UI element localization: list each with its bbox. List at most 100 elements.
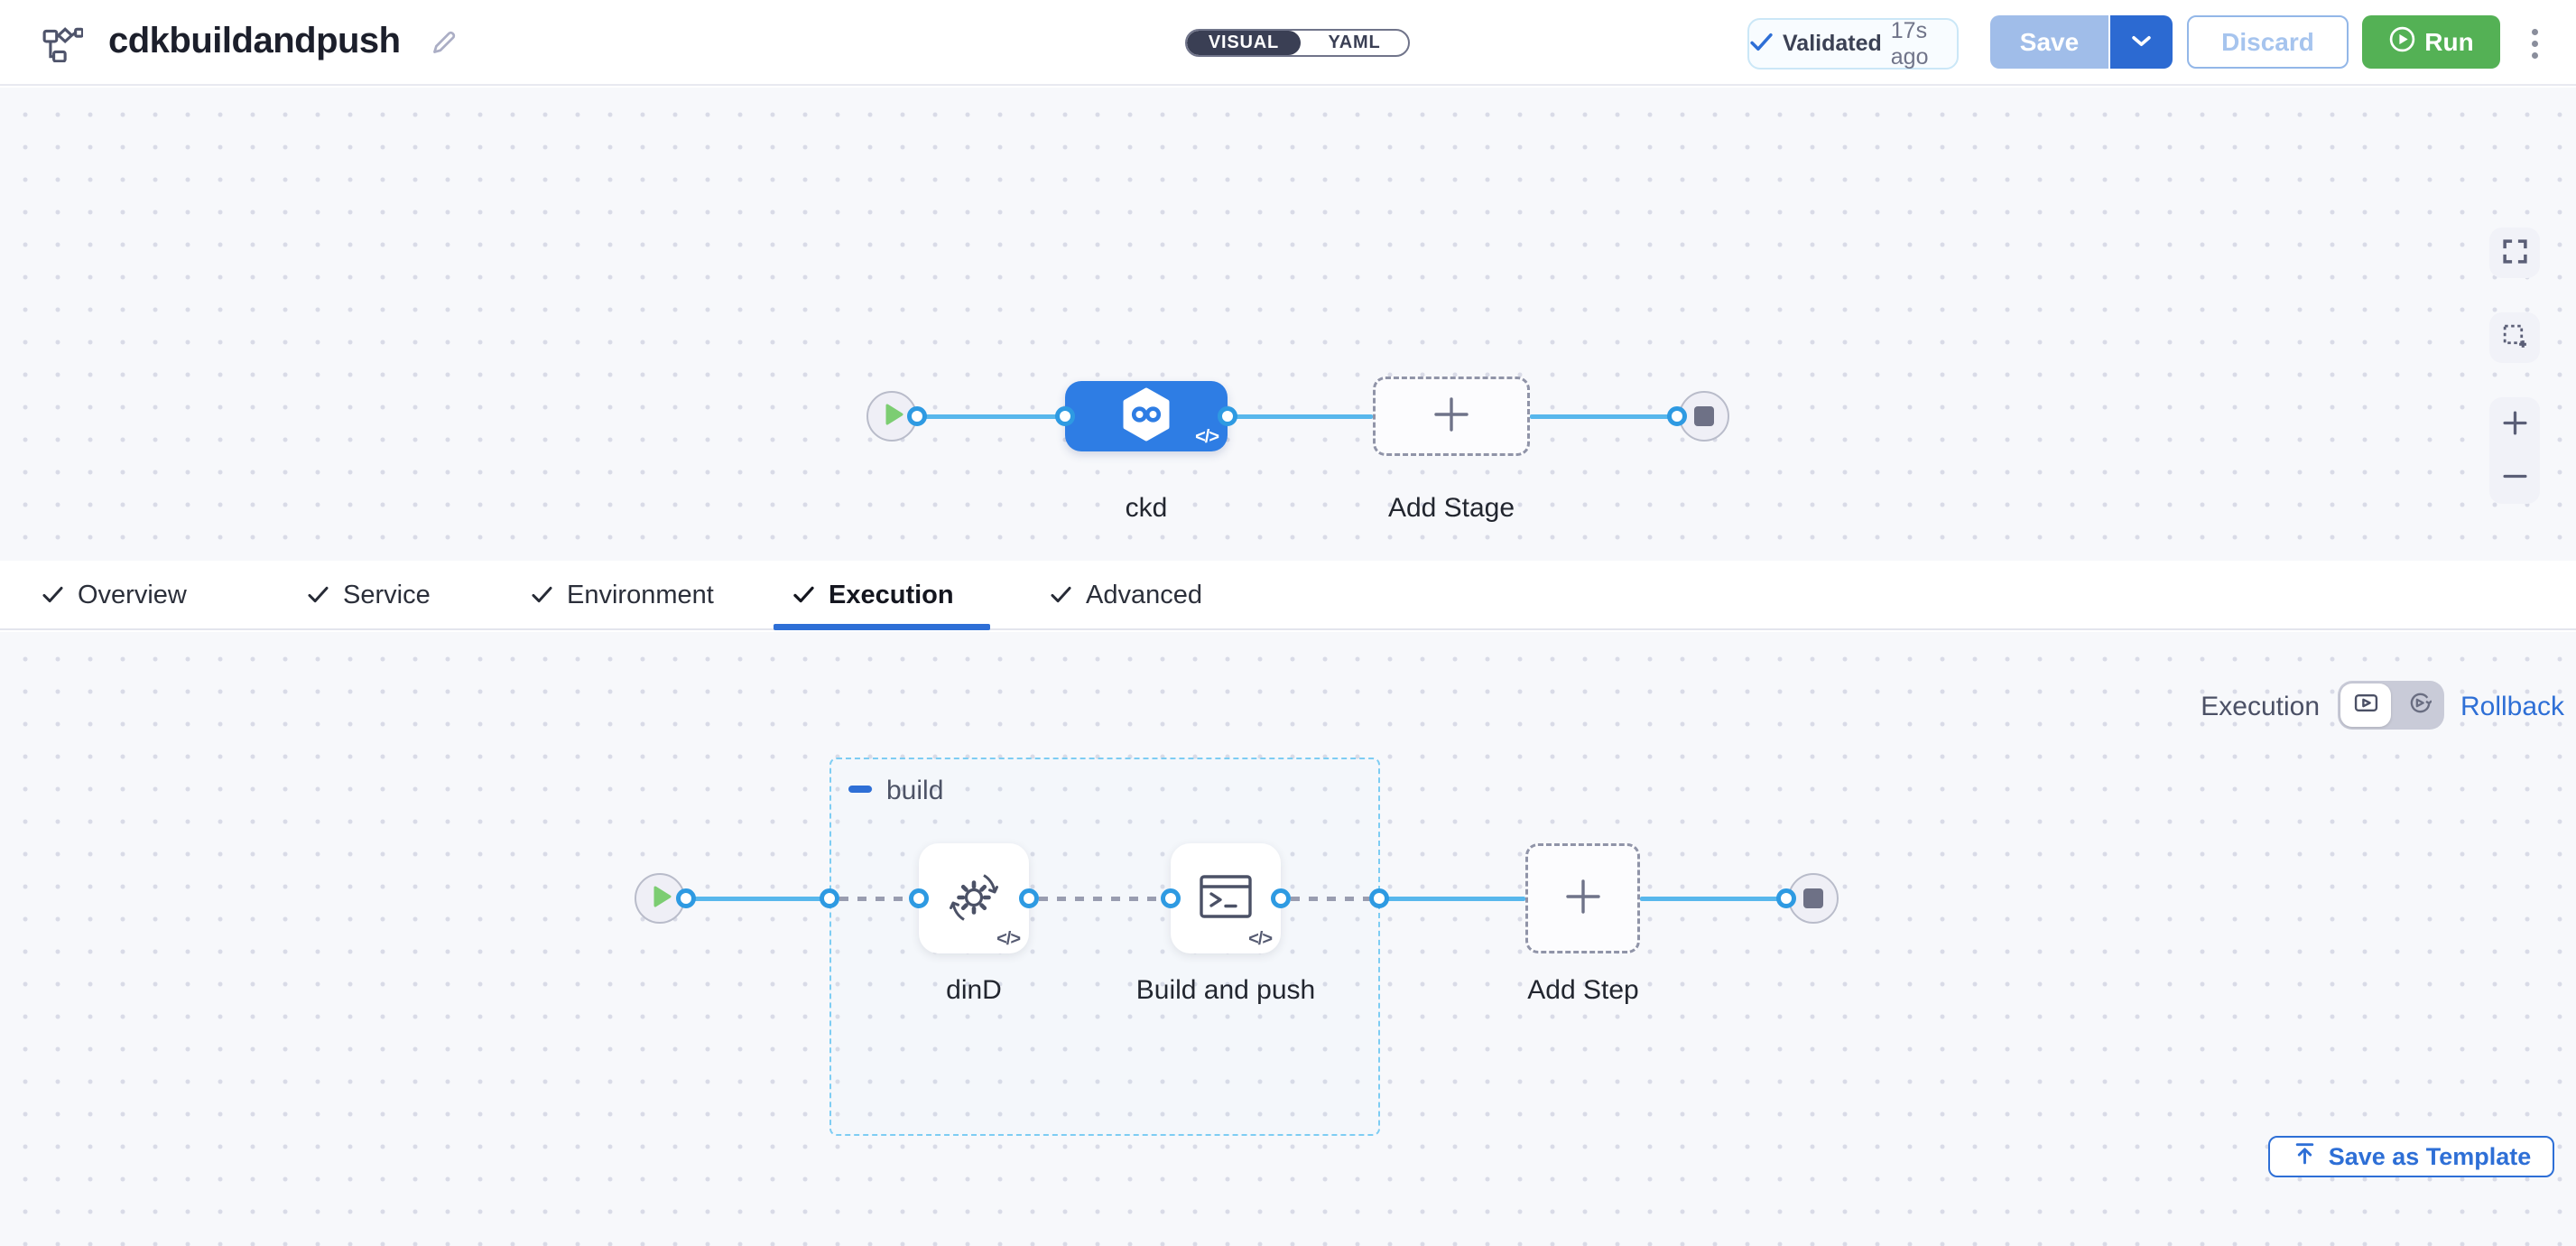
stage-canvas[interactable]	[0, 88, 2576, 561]
step-node-build-and-push[interactable]: </>	[1171, 843, 1281, 953]
connector-port[interactable]	[1019, 888, 1039, 908]
execution-canvas[interactable]	[0, 632, 2576, 1246]
validated-time: 17s ago	[1890, 17, 1929, 70]
plus-icon	[2501, 409, 2529, 440]
check-icon	[531, 585, 553, 607]
minus-icon	[2501, 462, 2529, 493]
save-as-template-button[interactable]: Save as Template	[2268, 1136, 2554, 1177]
connector-line	[1640, 897, 1786, 901]
multi-select-button[interactable]	[2489, 312, 2540, 363]
play-icon	[653, 886, 672, 912]
page-title: cdkbuildandpush	[108, 21, 401, 60]
connector-port[interactable]	[820, 888, 839, 908]
fullscreen-button[interactable]	[2489, 228, 2540, 278]
marquee-select-icon	[2501, 322, 2529, 353]
run-step-terminal-icon	[1199, 873, 1253, 925]
pipeline-end-node[interactable]	[1679, 391, 1729, 442]
connector-line	[917, 414, 1065, 419]
dashed-connector-line	[1039, 897, 1162, 901]
connector-port[interactable]	[1271, 888, 1291, 908]
add-step-label: Add Step	[1527, 975, 1639, 1005]
tab-execution[interactable]: Execution	[792, 561, 954, 630]
rollback-mode-button[interactable]	[2394, 681, 2444, 730]
add-step-button[interactable]	[1525, 843, 1640, 953]
stage-node-ckd[interactable]: </>	[1065, 381, 1228, 451]
check-icon	[307, 585, 329, 607]
connector-line	[1530, 414, 1677, 419]
add-stage-button[interactable]	[1373, 377, 1530, 456]
save-options-button[interactable]	[2108, 15, 2173, 69]
connector-line	[1228, 414, 1373, 419]
stop-icon	[1803, 888, 1823, 908]
code-view-icon[interactable]: </>	[996, 929, 1021, 949]
connector-port[interactable]	[1218, 406, 1237, 426]
execution-play-icon	[2354, 693, 2378, 718]
run-label: Run	[2424, 27, 2474, 56]
dashed-connector-line	[1291, 897, 1370, 901]
tab-environment[interactable]: Environment	[531, 561, 714, 630]
connector-port[interactable]	[1369, 888, 1389, 908]
add-stage-label: Add Stage	[1387, 493, 1515, 523]
save-split-button: Save	[1990, 15, 2173, 69]
ci-stage-icon	[1122, 387, 1171, 446]
execution-rollback-toggle	[2338, 681, 2444, 730]
discard-button[interactable]: Discard	[2187, 15, 2349, 69]
execution-mode-label: Execution	[2201, 692, 2320, 721]
check-icon	[1050, 585, 1072, 607]
group-label: build	[886, 776, 944, 805]
tab-advanced[interactable]: Advanced	[1050, 561, 1202, 630]
dashed-connector-line	[839, 897, 919, 901]
toggle-visual[interactable]: VISUAL	[1187, 31, 1301, 55]
zoom-in-button[interactable]	[2489, 397, 2540, 451]
connector-line	[686, 897, 829, 901]
stop-icon	[1694, 406, 1714, 426]
code-view-icon[interactable]: </>	[1195, 427, 1219, 447]
fullscreen-icon	[2501, 237, 2529, 268]
connector-port[interactable]	[1667, 406, 1687, 426]
run-button[interactable]: Run	[2362, 15, 2500, 69]
more-options-button[interactable]	[2516, 20, 2553, 67]
collapse-group-button[interactable]	[848, 786, 872, 793]
chevron-down-icon	[2132, 35, 2151, 50]
kebab-icon	[2531, 28, 2538, 35]
step-group-build[interactable]	[829, 758, 1380, 1136]
save-button[interactable]: Save	[1990, 15, 2108, 69]
zoom-controls	[2489, 397, 2540, 504]
validated-badge[interactable]: Validated 17s ago	[1747, 18, 1959, 70]
visual-yaml-toggle: VISUAL YAML	[1185, 29, 1410, 57]
connector-port[interactable]	[1776, 888, 1796, 908]
check-icon	[42, 585, 64, 607]
rollback-link[interactable]: Rollback	[2460, 692, 2565, 721]
active-tab-underline	[774, 624, 990, 630]
code-view-icon[interactable]: </>	[1248, 929, 1273, 949]
play-icon	[885, 404, 903, 430]
connector-port[interactable]	[909, 888, 929, 908]
edit-title-button[interactable]	[426, 25, 462, 61]
header: cdkbuildandpush VISUAL YAML Validated 17…	[0, 0, 2576, 86]
connector-port[interactable]	[907, 406, 927, 426]
toggle-yaml[interactable]: YAML	[1328, 33, 1381, 52]
plus-icon	[1431, 394, 1472, 440]
check-icon	[792, 585, 815, 607]
execution-mode-button[interactable]	[2340, 683, 2391, 727]
connector-port[interactable]	[676, 888, 696, 908]
run-play-icon	[2388, 25, 2416, 60]
stage-label: ckd	[1125, 493, 1168, 523]
zoom-out-button[interactable]	[2489, 451, 2540, 504]
check-icon	[1749, 32, 1774, 57]
tab-service[interactable]: Service	[307, 561, 431, 630]
step-node-dind[interactable]: </>	[919, 843, 1029, 953]
connector-port[interactable]	[1055, 406, 1075, 426]
validated-label: Validated	[1783, 31, 1882, 56]
tab-overview[interactable]: Overview	[42, 561, 187, 630]
background-step-icon	[945, 868, 1003, 930]
connector-port[interactable]	[1161, 888, 1181, 908]
stage-config-tabs: Overview Service Environment Execution A…	[0, 561, 2576, 1177]
upload-icon	[2292, 1140, 2318, 1173]
pencil-icon	[427, 31, 461, 62]
pipeline-icon	[42, 24, 85, 67]
step-label: dinD	[946, 975, 1002, 1005]
plus-icon	[1562, 876, 1604, 922]
execution-end-node[interactable]	[1788, 873, 1839, 924]
